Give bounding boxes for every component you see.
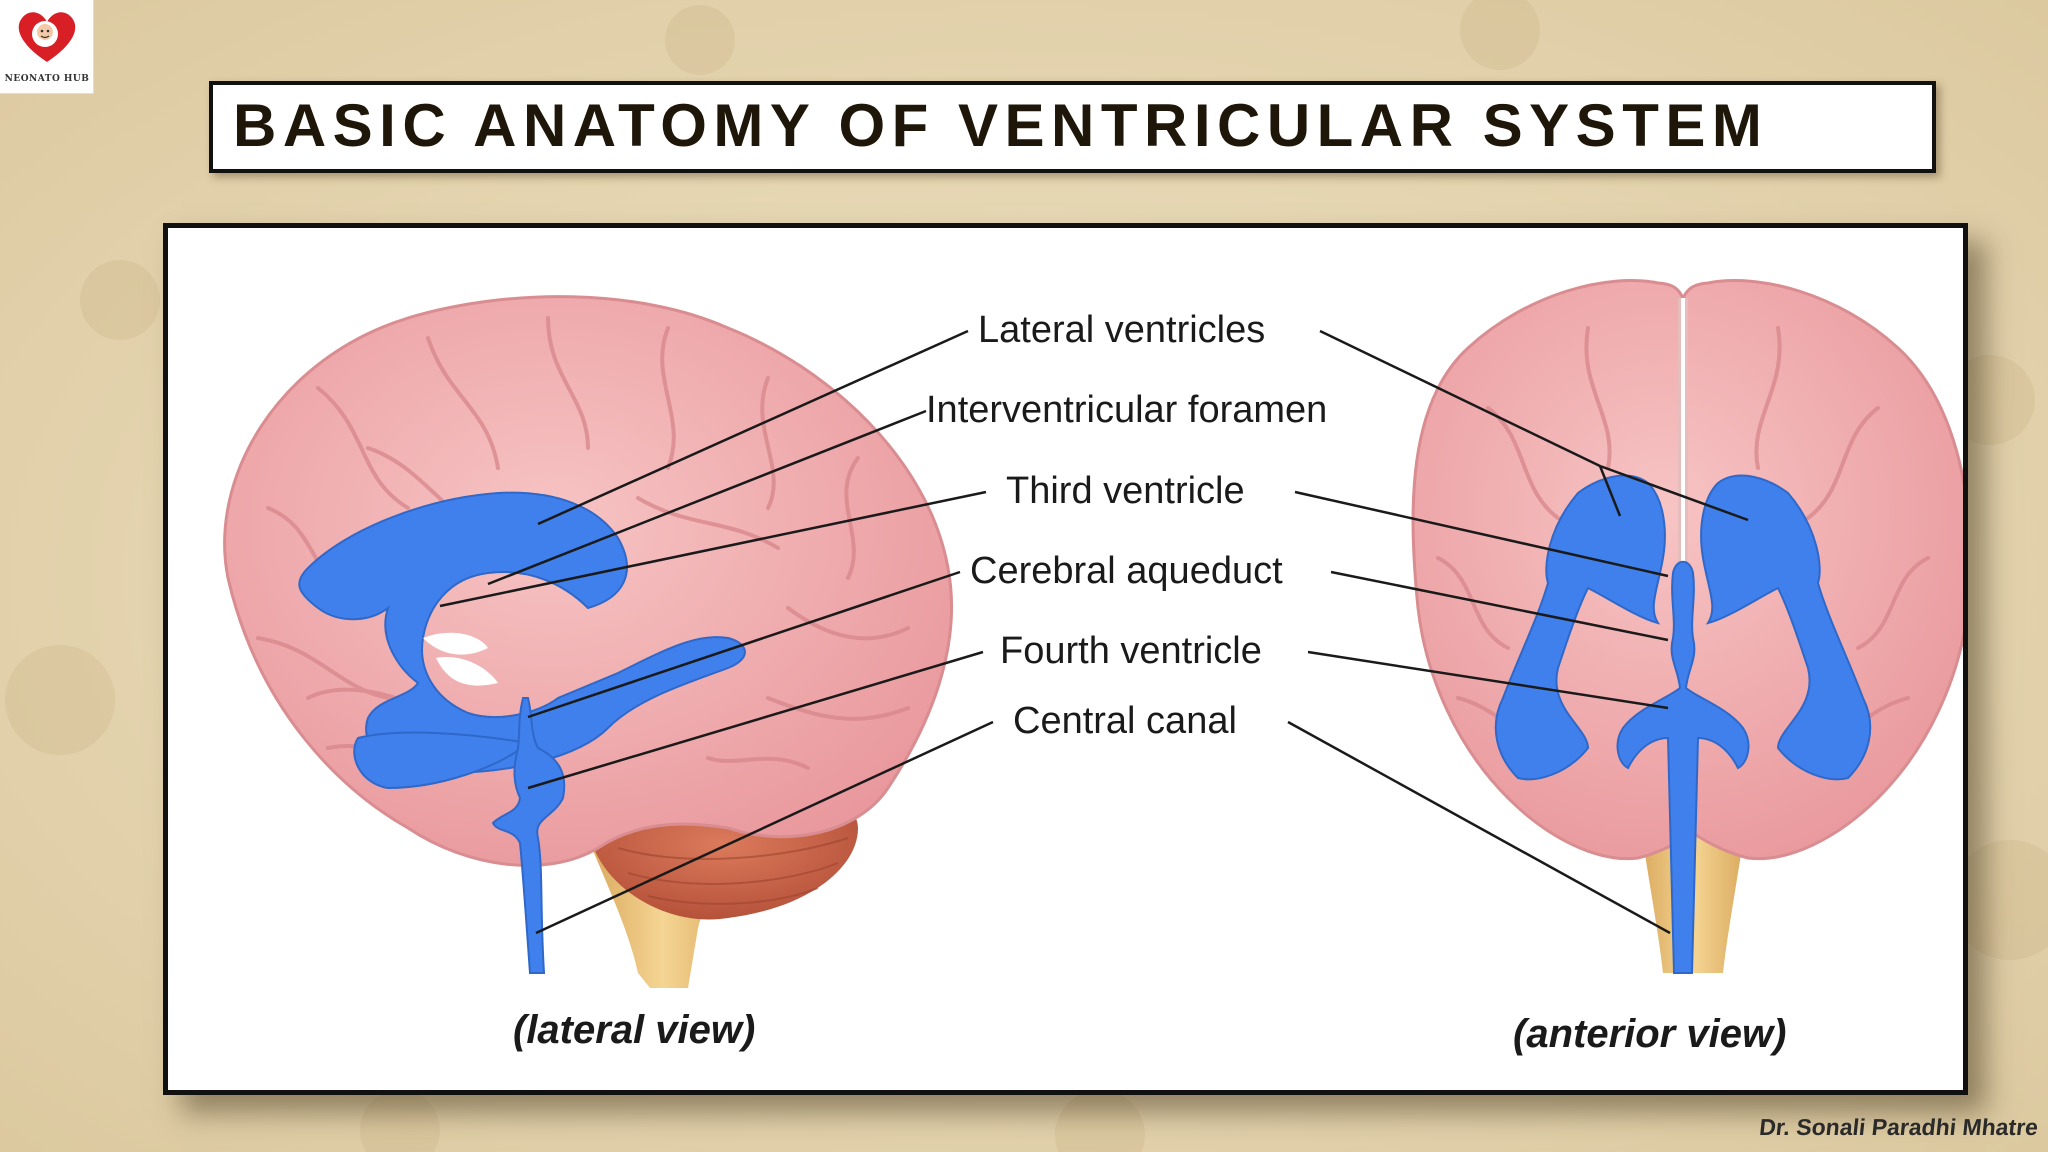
- anterior-view-ventricles: [1494, 474, 1872, 974]
- lateral-brain: [223, 295, 953, 988]
- label-fourth-ventricle: Fourth ventricle: [1000, 630, 1262, 672]
- author-credit: Dr. Sonali Paradhi Mhatre: [1758, 1114, 2040, 1140]
- leader-lines: [439, 329, 1749, 935]
- title-box: BASIC ANATOMY OF VENTRICULAR SYSTEM: [209, 81, 1936, 173]
- anterior-brain: [1411, 279, 1963, 974]
- label-cerebral-aqueduct: Cerebral aqueduct: [970, 550, 1283, 592]
- diagram-panel: Lateral ventricles Interventricular fora…: [163, 223, 1968, 1095]
- logo: NEONATO HUB: [0, 0, 94, 94]
- caption-lateral-view: (lateral view): [513, 1008, 756, 1052]
- slide-title: BASIC ANATOMY OF VENTRICULAR SYSTEM: [233, 92, 1769, 159]
- logo-text: NEONATO HUB: [4, 74, 90, 84]
- label-third-ventricle: Third ventricle: [1006, 470, 1245, 512]
- heart-baby-logo-icon: [18, 12, 76, 63]
- label-central-canal: Central canal: [1013, 700, 1237, 742]
- ventricular-system-illustration: [223, 279, 1963, 988]
- label-lateral-ventricles: Lateral ventricles: [978, 309, 1266, 351]
- caption-anterior-view: (anterior view): [1513, 1012, 1787, 1056]
- lateral-view-ventricles: [298, 491, 746, 974]
- label-interventricular-foramen: Interventricular foramen: [926, 389, 1328, 431]
